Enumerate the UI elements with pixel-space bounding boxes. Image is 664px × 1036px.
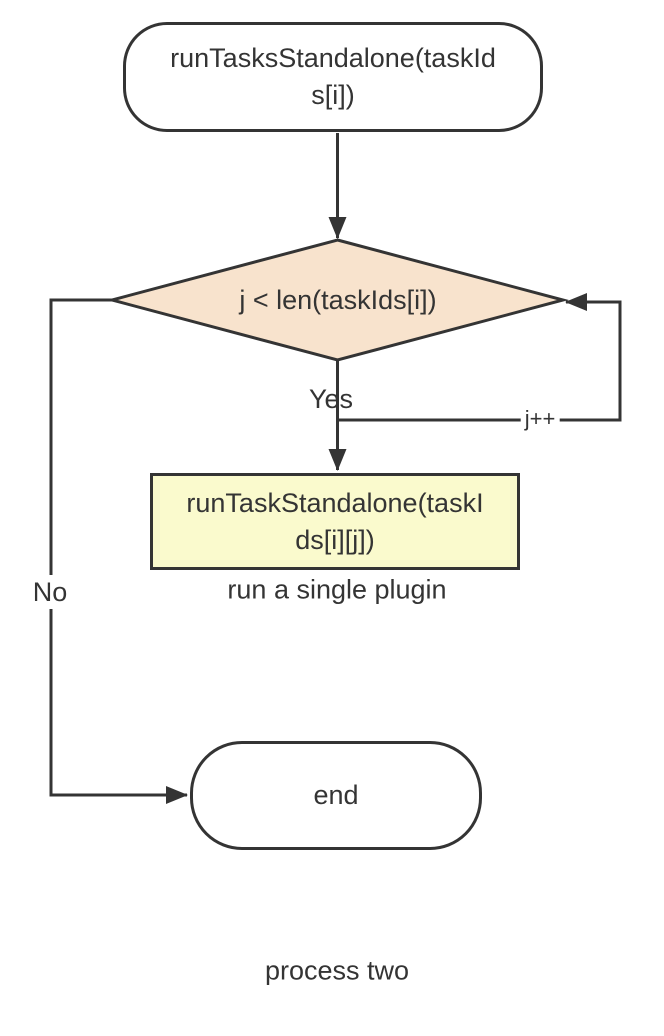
start-node-label: runTasksStandalone(taskIds[i]) — [170, 43, 496, 110]
end-node: end — [190, 741, 482, 850]
edge-label-yes: Yes — [308, 384, 354, 414]
process-node-label: runTaskStandalone(taskIds[i][j]) — [186, 487, 484, 555]
edge-label-no: No — [27, 575, 73, 609]
edge-label-increment: j++ — [520, 403, 560, 435]
decision-diamond-shape — [106, 238, 569, 362]
start-node: runTasksStandalone(taskIds[i]) — [123, 22, 543, 132]
edge-loop-increment — [337, 293, 622, 422]
edge-decision-to-end-no — [49, 298, 188, 804]
process-node: runTaskStandalone(taskIds[i][j]) — [150, 473, 520, 570]
end-node-label: end — [313, 780, 359, 810]
diagram-caption: process two — [264, 955, 410, 986]
process-node-caption: run a single plugin — [227, 574, 447, 605]
decision-node-label: j < len(taskIds[i]) — [239, 284, 437, 315]
